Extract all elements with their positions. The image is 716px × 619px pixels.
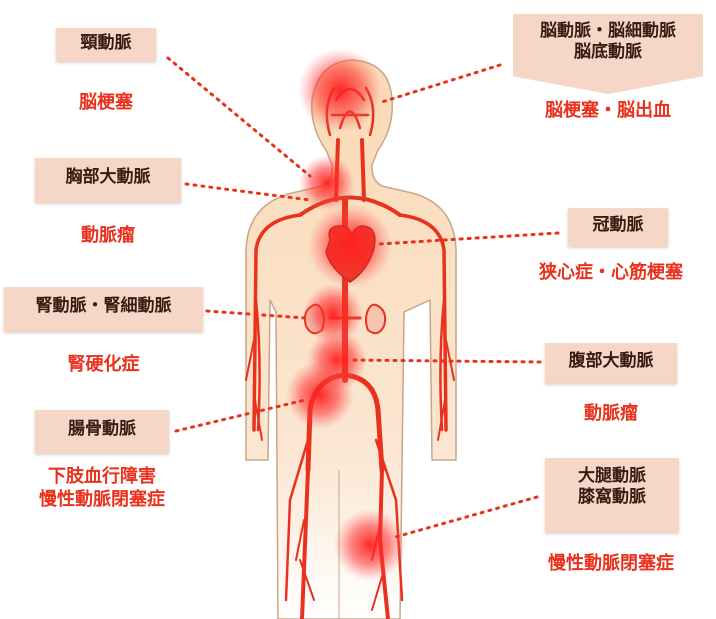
disease-abdominal-aorta-line-1: 動脈瘤 [545, 403, 677, 426]
label-carotid: 頸動脈 [56, 28, 156, 61]
hotspot-thigh [334, 509, 406, 581]
disease-renal: 腎硬化症 [4, 354, 203, 377]
label-abdominal-aorta: 腹部大動脈 [545, 343, 677, 383]
disease-coronary-line-1: 狭心症・心筋梗塞 [513, 262, 709, 285]
disease-abdominal-aorta: 動脈瘤 [545, 403, 677, 426]
disease-thoracic-aorta-line-1: 動脈瘤 [35, 225, 181, 248]
disease-cerebral-line-1: 脳梗塞・脳出血 [513, 100, 703, 123]
label-thoracic-aorta-line-1: 胸部大動脈 [35, 167, 181, 188]
hotspot-neck [299, 155, 355, 211]
label-renal: 腎動脈・腎細動脈 [4, 287, 203, 331]
disease-cerebral: 脳梗塞・脳出血 [513, 100, 703, 123]
label-iliac: 腸骨動脈 [35, 410, 169, 453]
disease-iliac-line-1: 下肢血行障害 [4, 466, 200, 489]
label-thoracic-aorta: 胸部大動脈 [35, 158, 181, 202]
label-femoral-line-2: 膝窩動脈 [545, 487, 679, 508]
leader-cerebral [382, 65, 500, 102]
disease-coronary: 狭心症・心筋梗塞 [513, 262, 709, 285]
label-cerebral-line-2: 脳底動脈 [513, 42, 703, 63]
label-carotid-line-1: 頸動脈 [56, 33, 156, 54]
right-kidney-icon [366, 305, 385, 334]
label-renal-line-1: 腎動脈・腎細動脈 [4, 296, 203, 317]
label-iliac-line-1: 腸骨動脈 [35, 419, 169, 440]
leader-abdominal [350, 360, 540, 362]
hotspot-iliac [286, 361, 354, 429]
label-cerebral-line-1: 脳動脈・脳細動脈 [513, 21, 703, 42]
disease-thoracic-aorta: 動脈瘤 [35, 225, 181, 248]
leader-thoracic [186, 184, 310, 200]
leader-femoral [392, 497, 537, 538]
leader-carotid [168, 58, 310, 176]
disease-carotid-line-1: 脳梗塞 [56, 92, 156, 115]
label-coronary: 冠動脈 [568, 208, 668, 246]
disease-femoral: 慢性動脈閉塞症 [513, 553, 709, 576]
disease-iliac-line-2: 慢性動脈閉塞症 [4, 489, 200, 512]
disease-femoral-line-1: 慢性動脈閉塞症 [513, 553, 709, 576]
hotspot-heart [308, 204, 392, 288]
label-femoral: 大腿動脈 膝窩動脈 [545, 458, 679, 532]
label-coronary-line-1: 冠動脈 [568, 215, 668, 236]
disease-carotid: 脳梗塞 [56, 92, 156, 115]
disease-iliac: 下肢血行障害 慢性動脈閉塞症 [4, 466, 200, 511]
label-femoral-line-1: 大腿動脈 [545, 466, 679, 487]
disease-renal-line-1: 腎硬化症 [4, 354, 203, 377]
label-abdominal-aorta-line-1: 腹部大動脈 [545, 351, 677, 372]
hotspot-brain [298, 48, 382, 132]
